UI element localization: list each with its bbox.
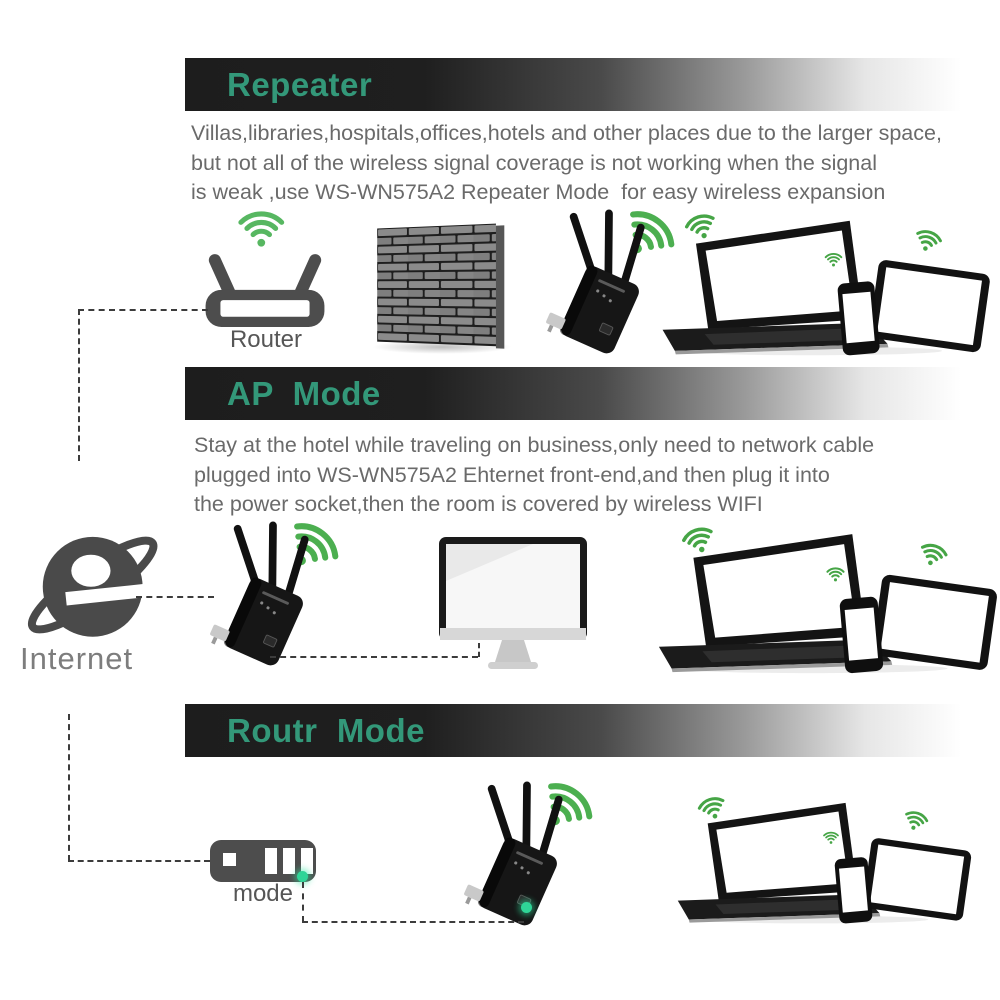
- laptop-phone-tablet-group: [648, 525, 993, 675]
- connection-line-modem-v: [68, 714, 70, 861]
- router-mode-section-title: Routr Mode: [227, 712, 425, 749]
- wireless-router-icon: [200, 208, 330, 329]
- repeater-description: Villas,libraries,hospitals,offices,hotel…: [191, 119, 942, 208]
- modem-mode-label: mode: [232, 880, 294, 907]
- text-line: the power socket,then the room is covere…: [194, 492, 763, 516]
- router-label: Router: [229, 326, 303, 353]
- ap-mode-description: Stay at the hotel while traveling on bus…: [194, 431, 874, 520]
- link-indicator-dot: [297, 871, 308, 882]
- internet-explorer-e-logo: [6, 503, 166, 659]
- brick-wall-shadow: [372, 340, 512, 354]
- text-line: plugged into WS-WN575A2 Ehternet front-e…: [194, 462, 830, 487]
- text-line: but not all of the wireless signal cover…: [191, 150, 877, 175]
- text-line: Stay at the hotel while traveling on bus…: [194, 433, 875, 457]
- wifi-repeater-device: [196, 522, 341, 667]
- repeater-section-title: Repeater: [227, 66, 373, 103]
- laptop-phone-tablet-group: [652, 212, 986, 357]
- router-mode-section-header: Routr Mode: [185, 704, 985, 757]
- connection-line-router-h: [78, 309, 208, 311]
- desktop-monitor: [439, 537, 587, 669]
- ap-mode-section-title: AP Mode: [227, 375, 381, 412]
- connection-line-dot-h: [302, 921, 524, 923]
- internet-label: Internet: [20, 641, 134, 676]
- connection-line-modem-h: [68, 860, 210, 862]
- text-line: is weak ,use WS-WN575A2 Repeater Mode fo…: [191, 180, 886, 204]
- laptop-phone-tablet-group: [668, 795, 968, 925]
- connection-line-dot-v: [302, 882, 304, 922]
- connection-line-router-v: [78, 309, 80, 461]
- ap-mode-section-header: AP Mode: [185, 367, 985, 420]
- connection-line-repeater-monitor: [270, 656, 478, 658]
- repeater-section-header: Repeater: [185, 58, 985, 111]
- link-indicator-dot: [521, 902, 532, 913]
- brick-wall: [377, 223, 505, 349]
- connection-line-monitor-riser: [478, 643, 480, 657]
- text-line: Villas,libraries,hospitals,offices,hotel…: [191, 121, 942, 145]
- connection-line-internet-repeater: [136, 596, 214, 598]
